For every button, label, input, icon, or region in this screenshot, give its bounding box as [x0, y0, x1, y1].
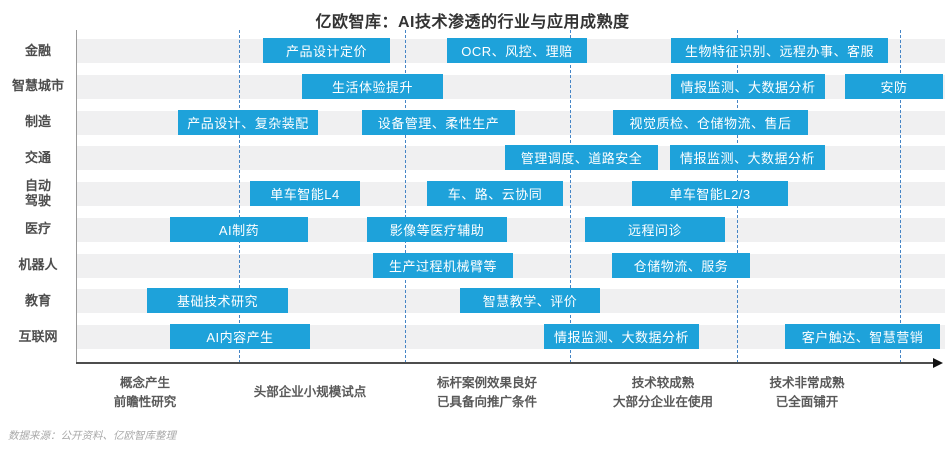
maturity-bar: 情报监测、大数据分析 — [670, 145, 825, 171]
stage-label: 头部企业小规模试点 — [253, 385, 367, 400]
row-label-industry: 教育 — [24, 292, 51, 308]
maturity-bar: 生活体验提升 — [302, 73, 443, 99]
row-label-industry: 互联网 — [18, 328, 58, 344]
stage-boundary-gridline — [405, 30, 406, 363]
maturity-bar: 视觉质检、仓储物流、售后 — [613, 109, 808, 135]
maturity-bar: 客户触达、智慧营销 — [785, 324, 940, 349]
maturity-bar: 情报监测、大数据分析 — [544, 324, 699, 349]
maturity-bar: 设备管理、柔性生产 — [362, 109, 515, 135]
maturity-bar: 远程问诊 — [585, 216, 725, 242]
maturity-bar: 智慧教学、评价 — [460, 288, 600, 314]
maturity-bar: 生物特征识别、远程办事、客服 — [671, 38, 888, 63]
maturity-bar: 安防 — [845, 73, 943, 99]
y-axis-line — [76, 30, 77, 363]
maturity-bar: 单车智能L2/3 — [632, 181, 788, 206]
maturity-bar: AI内容产生 — [170, 324, 310, 349]
stage-label: 技术较成熟 大部分企业在使用 — [612, 375, 713, 409]
maturity-bar: 情报监测、大数据分析 — [671, 73, 825, 99]
row-label-industry: 医疗 — [24, 221, 51, 237]
row-label-industry: 智慧城市 — [11, 78, 64, 94]
row-label-industry: 制造 — [24, 114, 51, 130]
row-label-industry: 机器人 — [18, 257, 58, 273]
maturity-bar: AI制药 — [170, 216, 308, 242]
chart-title: 亿欧智库：AI技术渗透的行业与应用成熟度 — [315, 14, 630, 31]
stage-label: 概念产生 前瞻性研究 — [113, 375, 177, 409]
stage-boundary-gridline — [570, 30, 571, 363]
row-label-industry: 自动 驾驶 — [24, 178, 51, 208]
stage-label: 标杆案例效果良好 已具备向推广条件 — [436, 375, 537, 409]
data-source-note: 数据来源：公开资料、亿欧智库整理 — [8, 430, 176, 442]
x-axis-arrow-icon — [933, 358, 943, 368]
row-label-industry: 交通 — [24, 149, 51, 165]
maturity-bar: 产品设计、复杂装配 — [178, 109, 318, 135]
maturity-bar: 生产过程机械臂等 — [373, 252, 513, 278]
maturity-bar: 影像等医疗辅助 — [367, 216, 507, 242]
maturity-bar: 车、路、云协同 — [427, 181, 563, 206]
maturity-bar: 单车智能L4 — [250, 181, 360, 206]
stage-label: 技术非常成熟 已全面铺开 — [769, 375, 845, 409]
maturity-bar: 产品设计定价 — [263, 38, 390, 63]
stage-boundary-gridline — [239, 30, 240, 363]
maturity-bar: 管理调度、道路安全 — [505, 145, 658, 171]
row-label-industry: 金融 — [24, 42, 51, 58]
x-axis-line — [76, 362, 934, 364]
maturity-bar: 仓储物流、服务 — [612, 252, 750, 278]
maturity-bar: OCR、风控、理赔 — [447, 38, 587, 63]
stage-boundary-gridline — [900, 30, 901, 363]
maturity-bar: 基础技术研究 — [147, 288, 288, 314]
